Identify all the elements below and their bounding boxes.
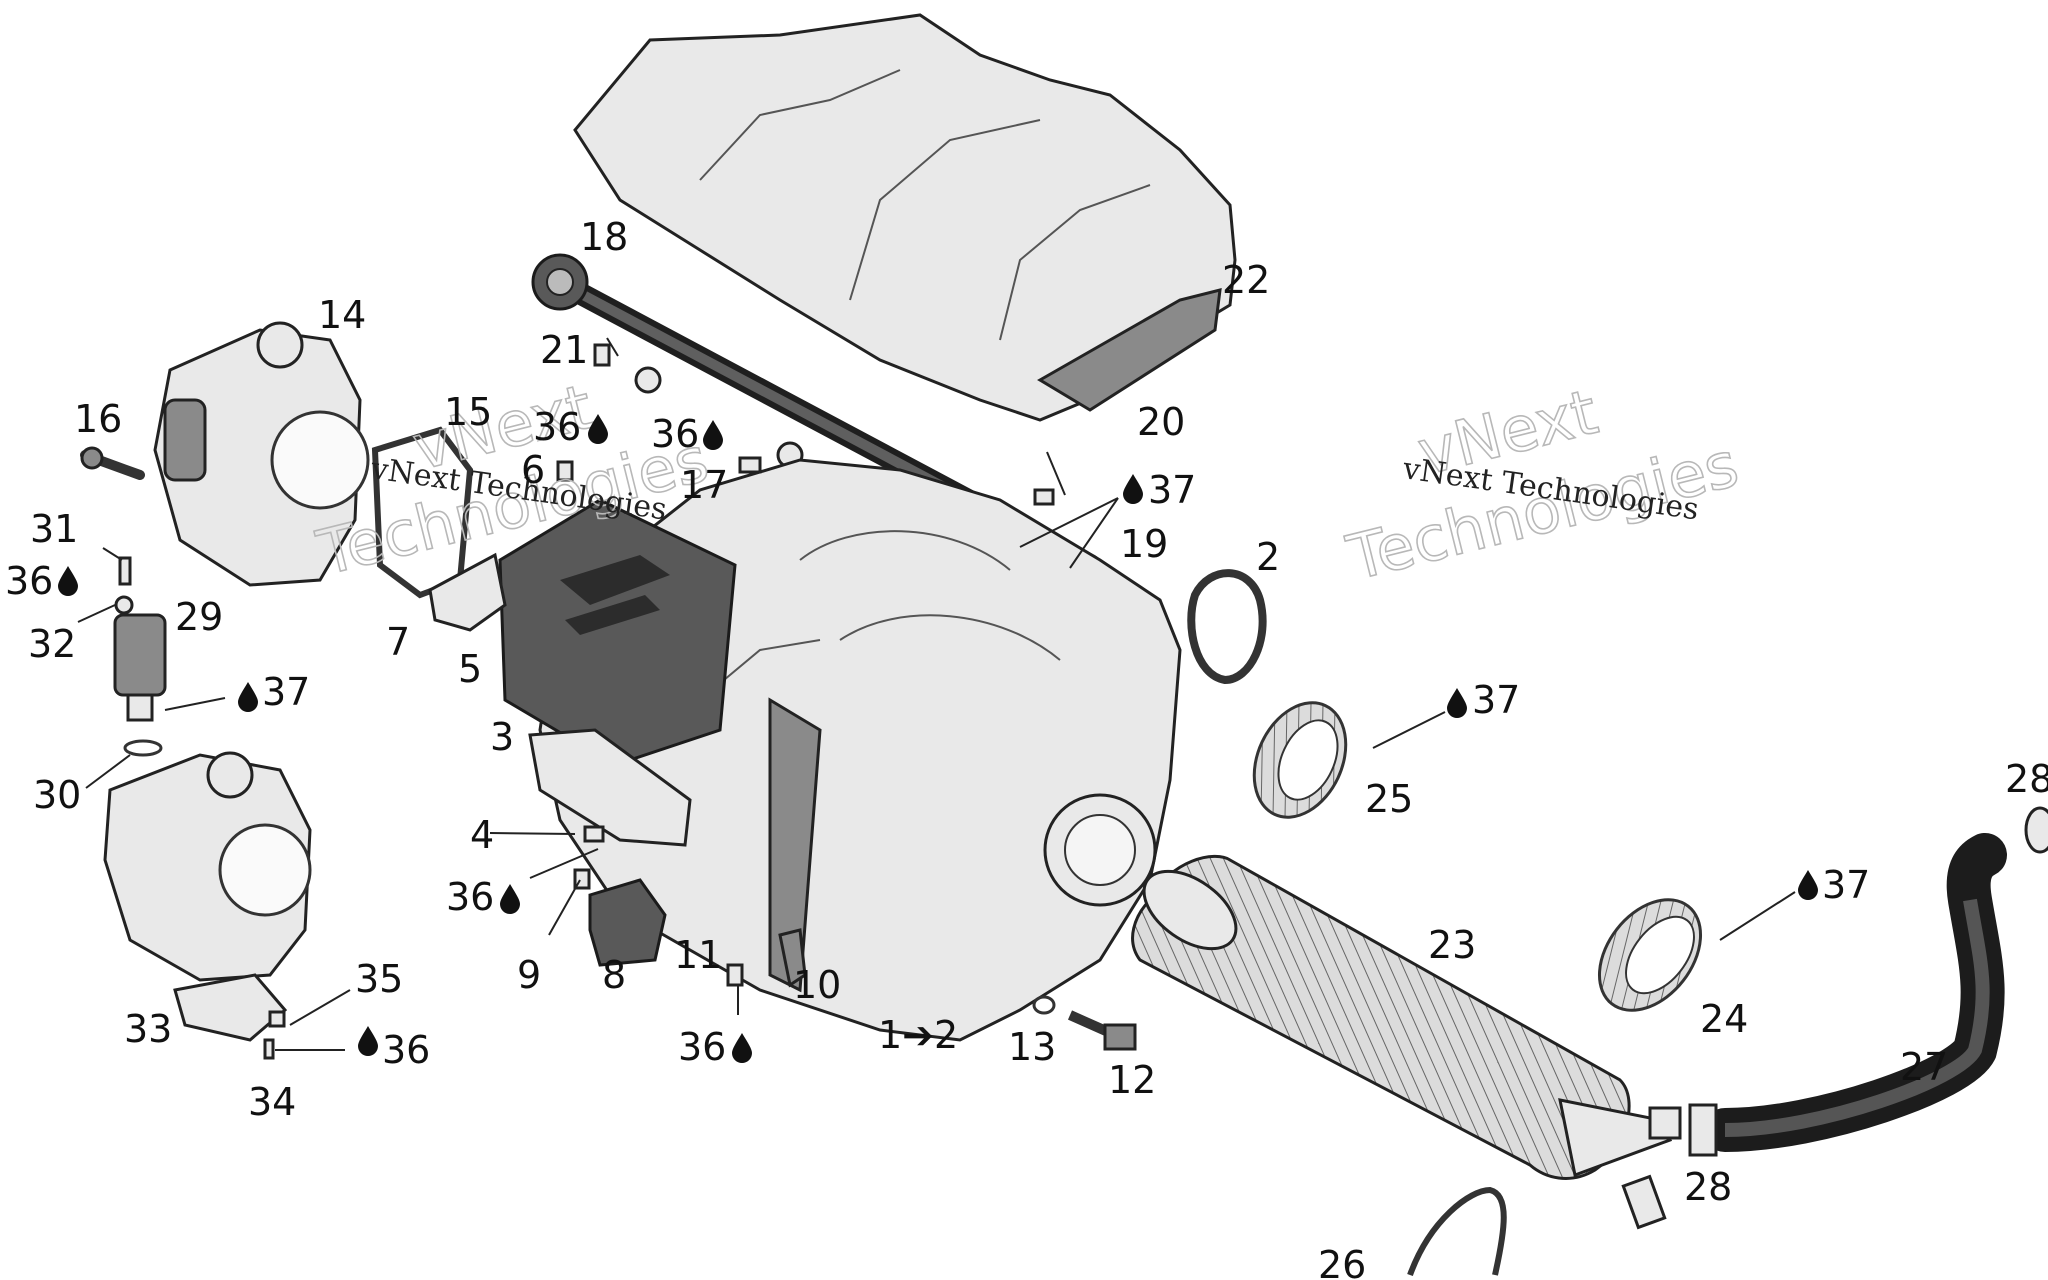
callout-1-to-2: 1➔2 <box>878 1013 958 1057</box>
callout-12: 12 <box>1108 1058 1156 1102</box>
small-bracket-part-7 <box>428 552 507 632</box>
oil-drop-icon <box>58 566 78 596</box>
lever-part-10 <box>778 928 807 988</box>
sensor-part-29 <box>113 613 167 722</box>
callout-5: 5 <box>458 647 482 691</box>
callout-31: 31 <box>30 507 78 551</box>
callout-15: 15 <box>444 390 492 434</box>
callout-10: 10 <box>793 963 841 1007</box>
screw-part-21 <box>593 343 611 367</box>
sensor-part-16 <box>80 446 145 480</box>
callout-17: 17 <box>680 463 728 507</box>
callout-36b: 36 <box>651 412 699 456</box>
filter-part-23 <box>1131 854 1682 1230</box>
callout-32: 32 <box>28 622 76 666</box>
oil-drop-icon <box>500 884 520 914</box>
callout-24: 24 <box>1700 997 1748 1041</box>
gasket-part-26 <box>1407 1186 1507 1277</box>
callout-26: 26 <box>1318 1243 1366 1280</box>
screw-part-4 <box>583 825 605 843</box>
callout-37a: 37 <box>1148 468 1196 512</box>
callout-28b: 28 <box>1684 1165 1732 1209</box>
bracket-part-8 <box>588 878 667 967</box>
callout-14: 14 <box>318 293 366 337</box>
callout-13: 13 <box>1008 1025 1056 1069</box>
callout-27: 27 <box>1900 1045 1948 1089</box>
callout-36d: 36 <box>446 875 494 919</box>
oil-drop-icon <box>732 1033 752 1063</box>
callout-36e: 36 <box>382 1028 430 1072</box>
callout-37c: 37 <box>1472 678 1520 722</box>
callout-18: 18 <box>580 215 628 259</box>
callout-36c: 36 <box>5 559 53 603</box>
clamp-ring-part-24 <box>1597 898 1703 1012</box>
callout-21: 21 <box>540 328 588 372</box>
throttle-body-part-14 <box>153 321 370 587</box>
callout-9: 9 <box>517 953 541 997</box>
hose-clamp-part-28-upper <box>2024 806 2048 854</box>
callout-20: 20 <box>1137 400 1185 444</box>
screw-part-34 <box>263 1038 275 1060</box>
callout-35: 35 <box>355 957 403 1001</box>
callout-4: 4 <box>470 813 494 857</box>
callout-30: 30 <box>33 773 81 817</box>
o-ring-part-13 <box>1032 995 1056 1015</box>
callout-2a: 2 <box>1256 535 1280 579</box>
callout-37d: 37 <box>1822 863 1870 907</box>
oil-drop-icon <box>238 682 258 712</box>
hose-clamp-part-28-lower <box>1688 1103 1718 1157</box>
callout-36f: 36 <box>678 1025 726 1069</box>
bracket-plate-part-3 <box>528 728 692 847</box>
callout-6: 6 <box>521 448 545 492</box>
clamp-ring-part-25 <box>1252 701 1348 819</box>
washer-part-32 <box>114 595 134 615</box>
oil-drop-icon <box>1798 870 1818 900</box>
callout-33: 33 <box>124 1007 172 1051</box>
callout-11: 11 <box>674 933 722 977</box>
screw-part-20 <box>1033 488 1055 506</box>
hose-part-27 <box>1703 833 2007 1152</box>
callout-37b: 37 <box>262 670 310 714</box>
callout-22: 22 <box>1222 258 1270 302</box>
throttle-body-lower <box>103 751 312 982</box>
engine-cover-part-22 <box>573 13 1237 422</box>
oil-drop-icon <box>358 1026 378 1056</box>
oil-drop-icon <box>1123 474 1143 504</box>
watermark-right: vNext Technologies vNext Technologies <box>1339 374 1746 595</box>
plate-part-33 <box>173 973 288 1042</box>
callout-19: 19 <box>1120 522 1168 566</box>
screw-part-31 <box>118 556 132 586</box>
callout-28a: 28 <box>2005 757 2048 801</box>
callout-36a: 36 <box>533 405 581 449</box>
ecm-module-part-5 <box>498 498 737 767</box>
o-ring-part-30 <box>123 739 163 757</box>
screw-part-35 <box>268 1010 286 1028</box>
screw-part-11 <box>726 963 744 987</box>
callout-34: 34 <box>248 1080 296 1124</box>
callout-29: 29 <box>175 595 223 639</box>
callout-8: 8 <box>602 953 626 997</box>
callout-7: 7 <box>386 620 410 664</box>
callout-23: 23 <box>1428 923 1476 967</box>
screw-part-17 <box>738 456 762 474</box>
callout-labels: 18 22 14 21 16 15 36 36 6 17 20 37 31 36… <box>5 215 2048 1280</box>
callout-3: 3 <box>490 715 514 759</box>
leader-lines <box>77 337 1796 1051</box>
screw-part-6 <box>556 460 574 482</box>
callout-16: 16 <box>74 397 122 441</box>
oil-drop-icon <box>703 420 723 450</box>
sensor-part-12 <box>1067 1010 1137 1051</box>
oil-drop-icon <box>1447 688 1467 718</box>
callout-25: 25 <box>1365 777 1413 821</box>
gasket-part-2 <box>1187 569 1267 685</box>
